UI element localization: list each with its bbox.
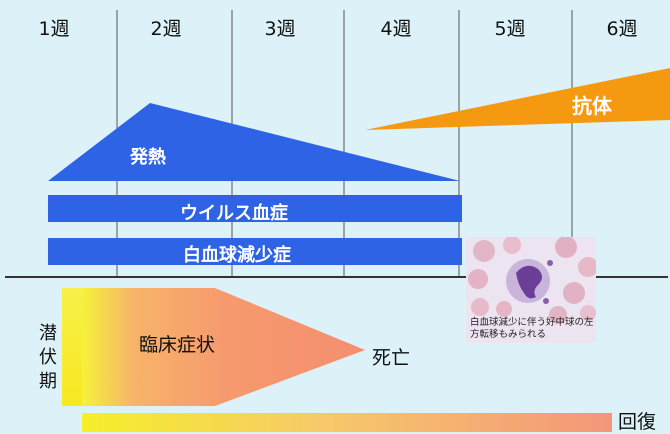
week-label-3: 3週 [264,18,296,40]
viremia-bar [48,195,462,222]
latent-char-2: 伏 [39,347,57,368]
leukopenia-bar [48,238,462,265]
blood-smear-photo: 白血球減少に伴う好中球の左方転移もみられる [466,237,596,343]
viremia-label: ウイルス血症 [180,203,288,224]
recovery-label: 回復 [618,411,657,433]
fever-triangle [48,103,460,181]
antibody-label: 抗体 [572,94,612,118]
week-label-5: 5週 [494,18,526,40]
fever-label: 発熱 [130,147,166,168]
symptoms-label: 臨床症状 [139,334,216,356]
week-label-6: 6週 [606,18,638,40]
death-label: 死亡 [372,347,411,369]
week-gridlines [116,10,573,277]
antibody-wedge [365,68,670,130]
latent-period-label: 潜 伏 期 [37,322,59,394]
latent-period-bar [62,288,82,406]
recovery-bar [82,413,612,432]
week-label-2: 2週 [150,18,182,40]
leukopenia-label: 白血球減少症 [183,245,291,266]
photo-caption: 白血球減少に伴う好中球の左方転移もみられる [470,317,594,340]
week-label-1: 1週 [38,18,70,40]
symptoms-arrow [82,288,365,406]
latent-char-1: 潜 [39,323,57,344]
week-label-4: 4週 [380,18,412,40]
latent-char-3: 期 [39,371,57,392]
blood-cells-illustration [466,237,596,343]
